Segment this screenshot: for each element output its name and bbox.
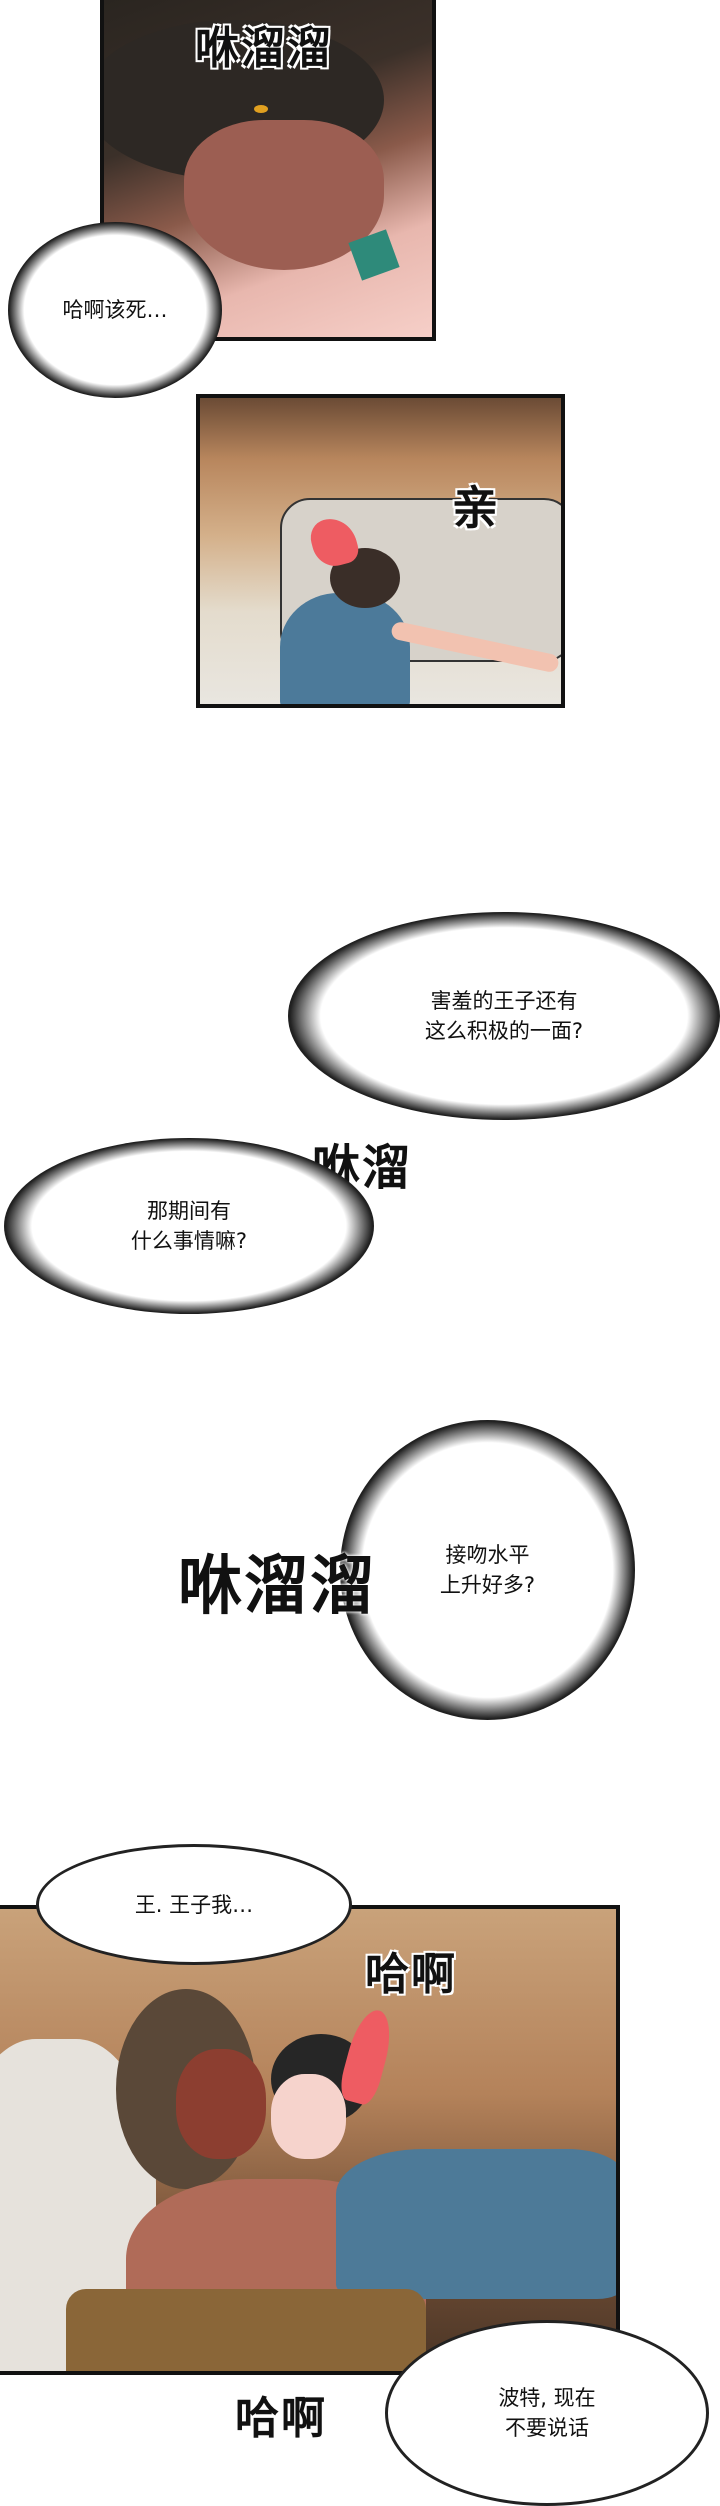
character-eye bbox=[254, 105, 268, 113]
comic-panel-embrace bbox=[196, 394, 565, 708]
comic-panel-kiss bbox=[0, 1905, 620, 2375]
character-boy-shirt bbox=[336, 2149, 616, 2299]
thought-bubble: 害羞的王子还有 这么积极的一面? bbox=[288, 912, 720, 1120]
thought-bubble: 那期间有 什么事情嘛? bbox=[4, 1138, 374, 1314]
sound-effect-gasp: 哈啊 bbox=[235, 2393, 327, 2444]
sound-effect-slurp: 咻溜溜 bbox=[178, 1550, 376, 1624]
character-shirt bbox=[280, 593, 410, 704]
character-face bbox=[176, 2049, 266, 2159]
sound-effect-kiss: 亲 bbox=[452, 481, 500, 535]
speech-bubble: 波特, 现在 不要说话 bbox=[385, 2320, 709, 2506]
bubble-text: 害羞的王子还有 这么积极的一面? bbox=[424, 989, 584, 1043]
thought-bubble: 接吻水平 上升好多? bbox=[340, 1420, 635, 1720]
character-boy-face bbox=[271, 2074, 346, 2159]
bubble-text: 波特, 现在 不要说话 bbox=[498, 2386, 596, 2440]
bubble-text: 那期间有 什么事情嘛? bbox=[130, 1199, 248, 1253]
bubble-text: 接吻水平 上升好多? bbox=[439, 1543, 536, 1597]
thought-bubble: 哈啊该死… bbox=[8, 222, 222, 398]
speech-bubble: 王. 王子我… bbox=[36, 1844, 352, 1965]
sound-effect-slurp: 咻溜溜 bbox=[195, 23, 333, 74]
brown-robe bbox=[66, 2289, 426, 2371]
bubble-text: 哈啊该死… bbox=[62, 298, 168, 322]
sound-effect-gasp: 哈啊 bbox=[365, 1949, 457, 2000]
bubble-text: 王. 王子我… bbox=[134, 1892, 254, 1917]
